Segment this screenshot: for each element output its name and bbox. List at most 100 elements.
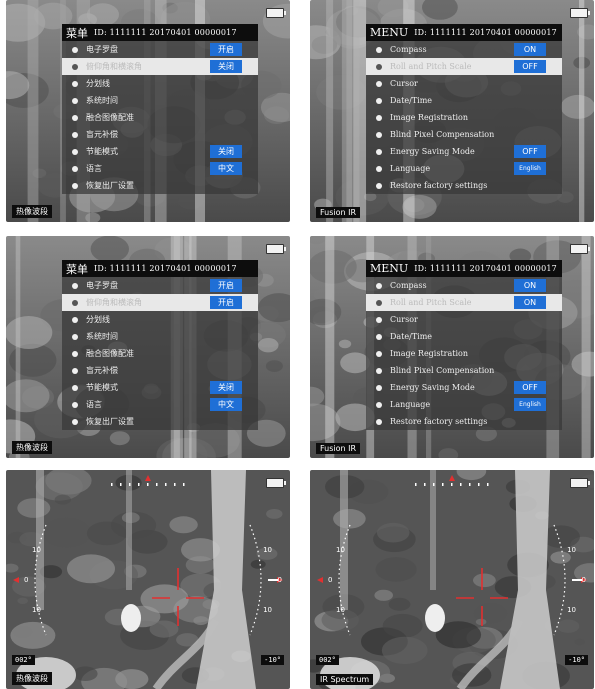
- menu-item[interactable]: Energy Saving Mode OFF: [366, 143, 562, 160]
- reticle-icon: [152, 568, 204, 626]
- menu-item[interactable]: 节能模式 关闭: [62, 379, 258, 396]
- menu-item-label: Cursor: [390, 315, 418, 324]
- menu-item-label: Restore factory settings: [390, 181, 488, 190]
- menu-item[interactable]: Image Registration: [366, 345, 562, 362]
- device-id: ID: 1111111 20170401 00000017: [414, 28, 557, 37]
- menu-item[interactable]: 系统时间: [62, 328, 258, 345]
- menu-title: MENU: [370, 262, 409, 275]
- menu-item[interactable]: 电子罗盘 开启: [62, 41, 258, 58]
- menu-item[interactable]: 语言 中文: [62, 396, 258, 413]
- menu-item-value-toggle[interactable]: 关闭: [210, 381, 242, 394]
- menu-item[interactable]: Blind Pixel Compensation: [366, 362, 562, 379]
- bullet-icon: [376, 80, 382, 87]
- menu-item[interactable]: 电子罗盘 开启: [62, 277, 258, 294]
- menu-item[interactable]: 恢复出厂设置: [62, 177, 258, 194]
- menu-item[interactable]: 融合图像配准: [62, 345, 258, 362]
- menu-item[interactable]: 分划线: [62, 311, 258, 328]
- menu-item-label: 恢复出厂设置: [86, 417, 134, 426]
- menu-item[interactable]: 盲元补偿: [62, 126, 258, 143]
- bullet-icon: [72, 182, 78, 189]
- menu-item-value-toggle[interactable]: 开启: [210, 43, 242, 56]
- menu-item[interactable]: Date/Time: [366, 328, 562, 345]
- menu-item-value-toggle[interactable]: 开启: [210, 296, 242, 309]
- menu-item-value-toggle[interactable]: 开启: [210, 279, 242, 292]
- menu-item-value-toggle[interactable]: OFF: [514, 381, 546, 394]
- menu-item-label: Roll and Pitch Scale: [390, 298, 472, 307]
- menu-item[interactable]: 融合图像配准: [62, 109, 258, 126]
- bullet-icon: [72, 63, 78, 70]
- menu-item[interactable]: Roll and Pitch Scale ON: [366, 294, 562, 311]
- menu-item-value-toggle[interactable]: ON: [514, 296, 546, 309]
- menu-item-label: 电子罗盘: [86, 281, 118, 290]
- scale-label-right-zero: 0: [581, 576, 586, 584]
- menu-item-label: 盲元补偿: [86, 130, 118, 139]
- spectrum-mode-label: 热像波段: [12, 441, 52, 454]
- menu-item-label: Compass: [390, 281, 427, 290]
- bullet-icon: [72, 148, 78, 155]
- menu-item-label: 节能模式: [86, 383, 118, 392]
- bullet-icon: [72, 282, 78, 289]
- device-id: ID: 1111111 20170401 00000017: [94, 264, 237, 273]
- bullet-icon: [72, 333, 78, 340]
- menu-item[interactable]: 俯仰角和横滚角关闭: [62, 58, 258, 75]
- bullet-icon: [376, 418, 382, 425]
- menu-header: MENU ID: 1111111 20170401 00000017: [366, 260, 562, 277]
- menu-item-label: 融合图像配准: [86, 113, 134, 122]
- menu-item[interactable]: Compass ON: [366, 277, 562, 294]
- menu-item-value-toggle[interactable]: English: [514, 398, 546, 411]
- bullet-icon: [376, 316, 382, 323]
- menu-item[interactable]: Restore factory settings: [366, 177, 562, 194]
- bullet-icon: [376, 282, 382, 289]
- menu-item-value-toggle[interactable]: ON: [514, 43, 546, 56]
- menu-item-value-toggle[interactable]: OFF: [514, 60, 546, 73]
- menu-item-value-toggle[interactable]: English: [514, 162, 546, 175]
- menu-item-label: Energy Saving Mode: [390, 147, 475, 156]
- menu-item-value-toggle[interactable]: 中文: [210, 398, 242, 411]
- menu-item[interactable]: Image Registration: [366, 109, 562, 126]
- compass-overlay: [310, 470, 594, 689]
- menu-item-label: 电子罗盘: [86, 45, 118, 54]
- menu-item[interactable]: Blind Pixel Compensation: [366, 126, 562, 143]
- battery-icon: [570, 244, 590, 254]
- battery-icon: [570, 478, 590, 488]
- spectrum-mode-label: 热像波段: [12, 205, 52, 218]
- menu-item-label: Restore factory settings: [390, 417, 488, 426]
- menu-item[interactable]: 分划线: [62, 75, 258, 92]
- menu-item[interactable]: 系统时间: [62, 92, 258, 109]
- menu-item[interactable]: Restore factory settings: [366, 413, 562, 430]
- menu-item[interactable]: 盲元补偿: [62, 362, 258, 379]
- bullet-icon: [72, 299, 78, 306]
- menu-item-value-toggle[interactable]: OFF: [514, 145, 546, 158]
- menu-item-label: 盲元补偿: [86, 366, 118, 375]
- menu-item-label: 语言: [86, 400, 102, 409]
- menu-item[interactable]: Cursor: [366, 75, 562, 92]
- bullet-icon: [376, 165, 382, 172]
- bullet-icon: [72, 384, 78, 391]
- menu-item-value-toggle[interactable]: 关闭: [210, 145, 242, 158]
- scale-label-right-bottom: 10: [263, 606, 272, 614]
- menu-item-value-toggle[interactable]: ON: [514, 279, 546, 292]
- menu-item[interactable]: Cursor: [366, 311, 562, 328]
- menu-item[interactable]: 节能模式关闭: [62, 143, 258, 160]
- menu-item-value-toggle[interactable]: 中文: [210, 162, 242, 175]
- menu-item[interactable]: 俯仰角和横滚角开启: [62, 294, 258, 311]
- battery-icon: [266, 244, 286, 254]
- menu-item-value-toggle[interactable]: 关闭: [210, 60, 242, 73]
- menu-item[interactable]: Date/Time: [366, 92, 562, 109]
- menu-item[interactable]: 语言中文: [62, 160, 258, 177]
- scale-label-zero: 0: [328, 576, 333, 584]
- menu-item[interactable]: 恢复出厂设置: [62, 413, 258, 430]
- device-id: ID: 1111111 20170401 00000017: [414, 264, 557, 273]
